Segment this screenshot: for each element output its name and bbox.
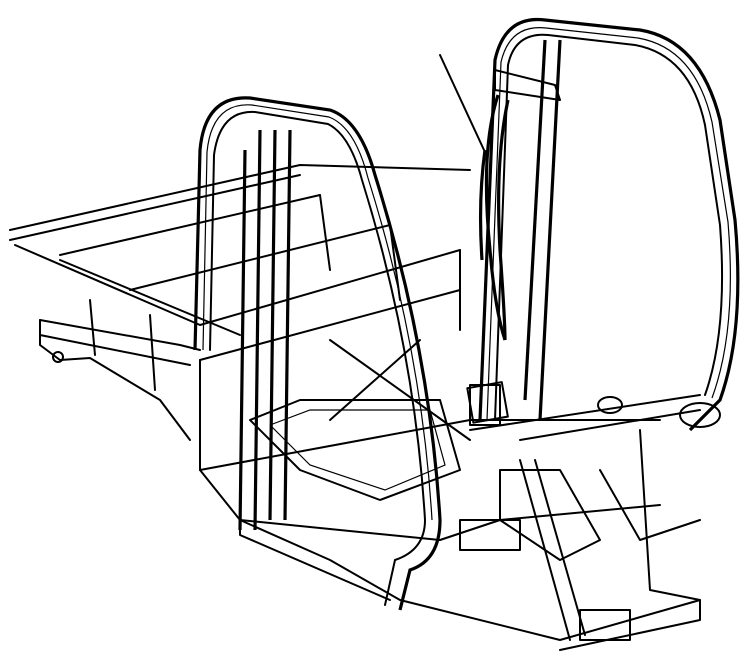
seat-belt	[466, 94, 510, 424]
chassis-floor	[199, 339, 721, 651]
leader-line	[439, 54, 485, 151]
rear-roll-bar	[193, 96, 461, 611]
cab-front-arch	[478, 17, 740, 432]
